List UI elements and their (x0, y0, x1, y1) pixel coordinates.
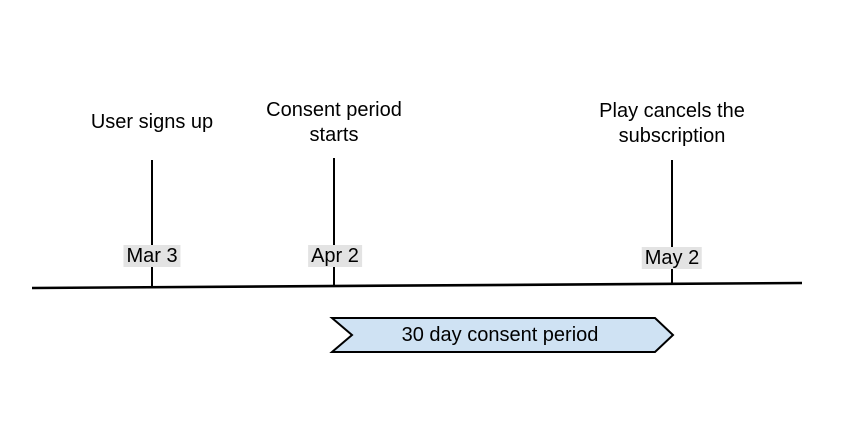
timeline-axis-line (31, 281, 803, 290)
date-badge-mar-3: Mar 3 (123, 245, 181, 267)
consent-period-banner-shape (329, 317, 675, 353)
date-badge-apr-2: Apr 2 (308, 245, 362, 267)
event-label-signup: User signs up (90, 111, 214, 133)
event-label-cancel: Play cancels the subscription (599, 100, 745, 147)
consent-period-banner-label: 30 day consent period (401, 323, 599, 346)
date-badge-may-2: May 2 (641, 247, 703, 269)
event-label-consent-start: Consent period starts (266, 99, 402, 146)
